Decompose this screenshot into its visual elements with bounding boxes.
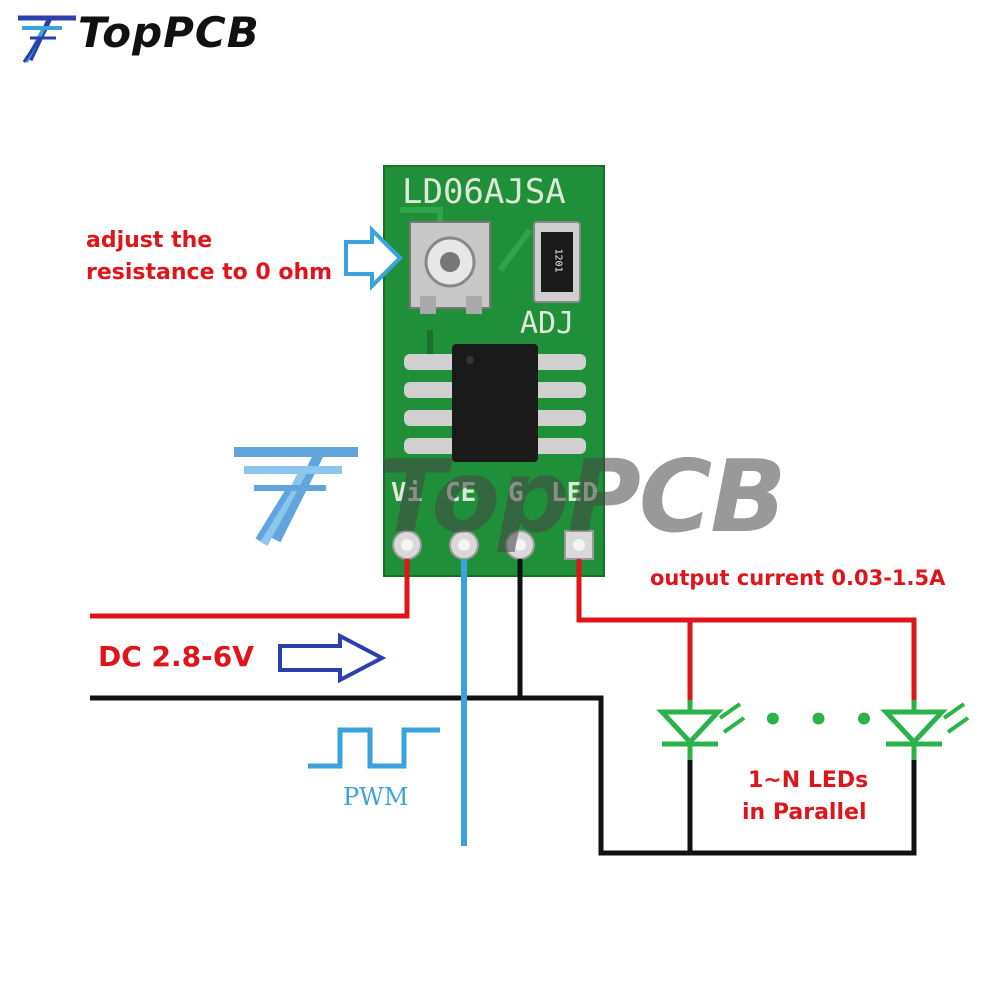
pwm-waveform-icon (308, 727, 440, 769)
pin-label-ce: CE (445, 478, 477, 508)
input-arrow-icon (278, 632, 387, 684)
pin-label-vi: Vi (391, 478, 423, 508)
board-adj-label: ADJ (520, 306, 575, 341)
adjust-label-line1: adjust the (86, 228, 213, 253)
input-voltage-label: DC 2.8-6V (98, 640, 254, 673)
ic-chip-icon (404, 344, 586, 462)
pin-label-g: G (508, 478, 524, 508)
pwm-label: PWM (343, 783, 409, 811)
watermark-text: TopPCB (378, 438, 787, 555)
pin-pads (392, 530, 594, 560)
resistor-icon (533, 221, 581, 303)
resistor-code: 1201 (552, 248, 564, 273)
logo-text: TopPCB (78, 8, 260, 57)
positive-input-wire (90, 559, 410, 619)
watermark-logo-icon (234, 447, 358, 546)
logo-mark-icon (18, 15, 76, 63)
leds-label-line1: 1~N LEDs (748, 768, 869, 793)
leds-label-line2: in Parallel (742, 800, 867, 825)
pin-label-led: LED (551, 478, 598, 508)
board-title: LD06AJSA (402, 172, 566, 212)
adjust-arrow-icon (344, 225, 403, 291)
adjust-label-line2: resistance to 0 ohm (86, 260, 333, 285)
output-current-label: output current 0.03-1.5A (650, 566, 946, 590)
potentiometer-icon (409, 221, 491, 314)
led-output-wire (576, 559, 917, 700)
led-icon (880, 700, 970, 760)
led-icon (656, 700, 746, 760)
ground-wire (90, 559, 917, 856)
leds-ellipsis: • • • (762, 700, 881, 740)
